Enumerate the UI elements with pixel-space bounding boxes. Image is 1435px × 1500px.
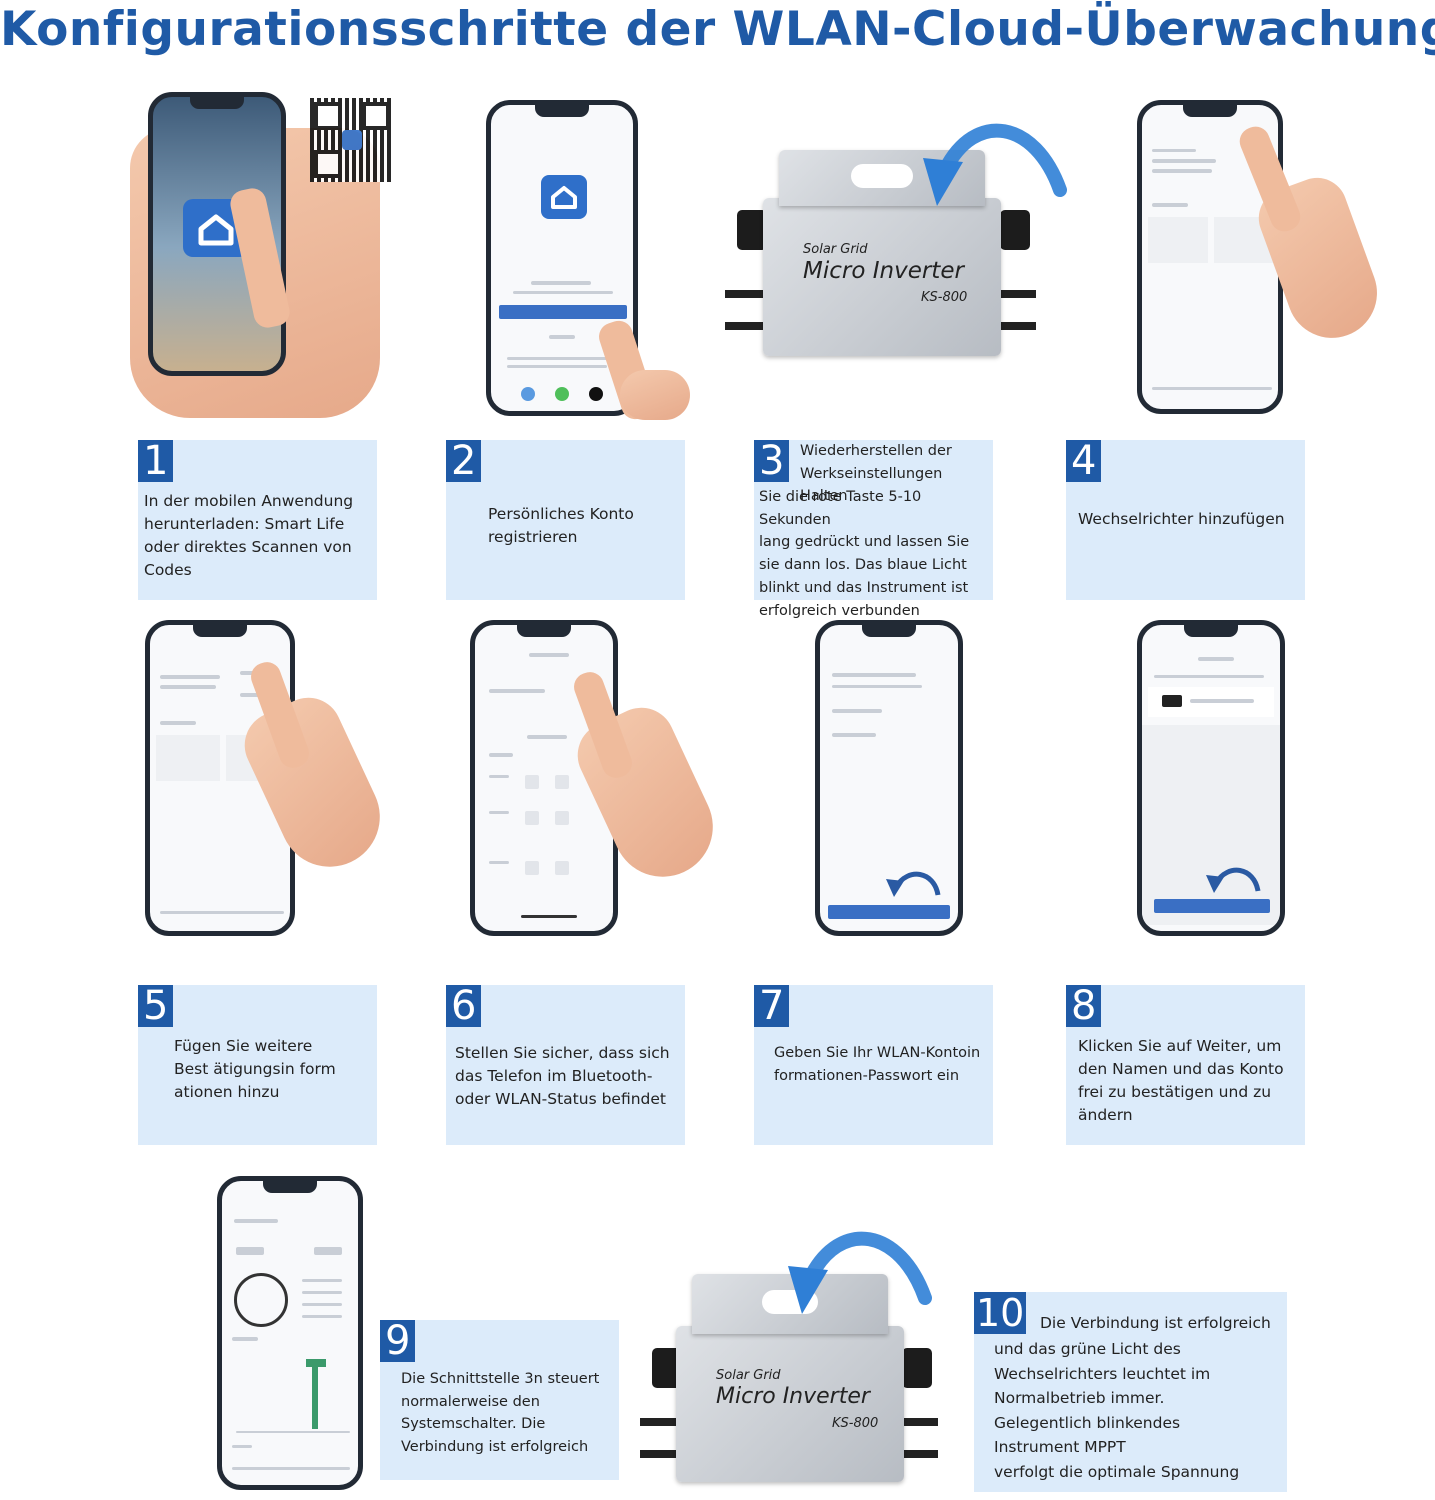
qr-code-icon [310, 98, 394, 182]
step-number: 3 [754, 440, 790, 482]
inverter-brand-line1: Solar Grid [803, 242, 868, 257]
step-box-2: 2 Persönliches Konto registrieren [446, 440, 685, 600]
phone-illustration [486, 100, 638, 416]
step-number: 2 [446, 440, 482, 482]
step-box-9: 9 Die Schnittstelle 3n steuert normalerw… [380, 1320, 619, 1480]
step-text-head: Wiederherstellen der Werkseinstellungen … [800, 443, 952, 505]
step-number: 1 [138, 440, 174, 482]
illustration-step-3: Solar Grid Micro Inverter KS-800 [725, 110, 1075, 360]
step-box-5: 5 Fügen Sie weitere Best ätigungsin form… [138, 985, 377, 1145]
step-number: 9 [380, 1320, 416, 1362]
step-text: und das grüne Licht des Wechselrichters … [994, 1340, 1240, 1481]
inverter-brand-line1: Solar Grid [716, 1368, 781, 1383]
illustration-step-4 [1135, 100, 1390, 420]
illustration-step-2 [480, 100, 690, 423]
phone-illustration [217, 1176, 363, 1490]
step-text: Wechselrichter hinzufügen [1078, 510, 1285, 528]
inverter-brand-line2: Micro Inverter [803, 258, 964, 284]
step-number: 4 [1066, 440, 1102, 482]
step-text: Klicken Sie auf Weiter, um den Namen und… [1078, 1037, 1284, 1124]
illustration-step-7 [815, 620, 965, 940]
phone-illustration [815, 620, 963, 936]
step-box-4: 4 Wechselrichter hinzufügen [1066, 440, 1305, 600]
step-text: In der mobilen Anwendung herunterladen: … [144, 492, 354, 579]
step-text: Stellen Sie sicher, dass sich das Telefo… [455, 1044, 670, 1108]
phone-illustration [1137, 620, 1285, 936]
step-text: Geben Sie Ihr WLAN-Kontoin formationen-P… [774, 1045, 981, 1084]
inverter-brand-line2: Micro Inverter [716, 1384, 870, 1409]
step-number: 7 [754, 985, 790, 1027]
step-box-7: 7 Geben Sie Ihr WLAN-Kontoin formationen… [754, 985, 993, 1145]
step-box-6: 6 Stellen Sie sicher, dass sich das Tele… [446, 985, 685, 1145]
curved-arrow-icon [886, 871, 941, 897]
illustration-step-5 [145, 620, 397, 940]
step-text: Fügen Sie weitere Best ätigungsin form a… [174, 1037, 336, 1101]
curved-arrow-icon [1206, 867, 1261, 893]
micro-inverter-image: Solar Grid Micro Inverter KS-800 [676, 1326, 904, 1482]
step-number: 8 [1066, 985, 1102, 1027]
smart-life-app-icon [541, 175, 587, 219]
illustration-step-9 [217, 1176, 367, 1492]
step-box-3: 3 Wiederherstellen der Werkseinstellunge… [754, 440, 993, 619]
curved-arrow-icon [923, 123, 1067, 206]
step-box-8: 8 Klicken Sie auf Weiter, um den Namen u… [1066, 985, 1305, 1145]
step-text: Sie die rote Taste 5-10 Sekunden lang ge… [759, 489, 970, 619]
step-number: 10 [974, 1291, 1027, 1335]
step-box-10: 10 Die Verbindung ist erfolgreich und da… [974, 1292, 1287, 1492]
micro-inverter-image: Solar Grid Micro Inverter KS-800 [763, 198, 1001, 356]
illustration-step-8 [1137, 620, 1287, 940]
step-text: Die Schnittstelle 3n steuert normalerwei… [401, 1371, 600, 1456]
page-title: Konfigurationsschritte der WLAN-Cloud-Üb… [0, 2, 1435, 57]
step-number: 6 [446, 985, 482, 1027]
illustration-step-10: Solar Grid Micro Inverter KS-800 [640, 1218, 950, 1488]
step-text: Persönliches Konto registrieren [488, 505, 634, 546]
inverter-model: KS-800 [921, 290, 968, 305]
illustration-step-6 [470, 620, 730, 940]
step-box-1: 1 In der mobilen Anwendung herunterladen… [138, 440, 377, 600]
inverter-model: KS-800 [832, 1416, 879, 1431]
step-number: 5 [138, 985, 174, 1027]
step-text-head: Die Verbindung ist erfolgreich [1040, 1314, 1271, 1332]
illustration-step-1 [130, 88, 400, 418]
curved-arrow-icon [788, 1231, 932, 1314]
